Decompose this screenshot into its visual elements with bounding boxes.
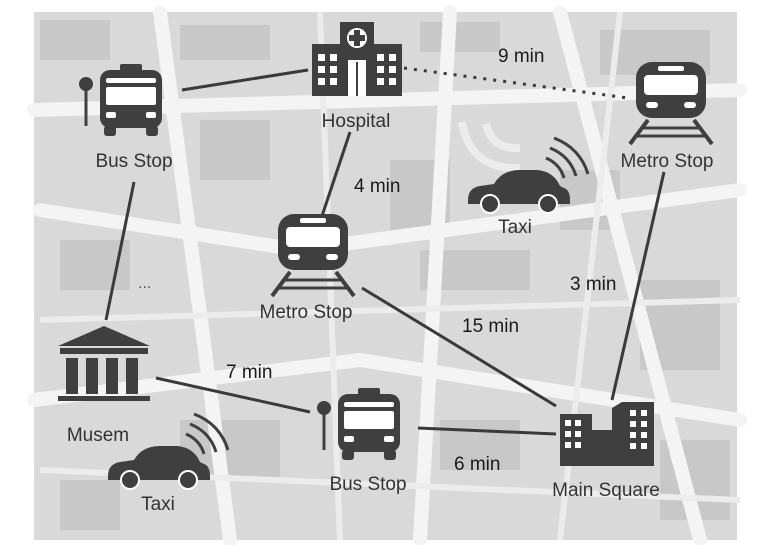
edge-label-ellipsis: ...	[138, 275, 151, 292]
edge-label-4-min: 4 min	[354, 176, 400, 197]
node-label-metro-center: Metro Stop	[260, 302, 353, 323]
node-metro-center: Metro Stop	[260, 212, 356, 323]
edge-label-3-min: 3 min	[570, 274, 616, 295]
edge-metro-right-main-square	[610, 171, 666, 401]
edge-bus-stop-top-hospital	[181, 68, 309, 92]
node-bus-stop-top: Bus Stop	[77, 62, 173, 172]
node-museum: Musem	[58, 326, 150, 446]
edge-hospital-metro-right	[403, 66, 629, 100]
node-label-taxi-top: Taxi	[498, 217, 532, 238]
node-label-taxi-bottom: Taxi	[141, 494, 175, 515]
edge-hospital-metro-center	[318, 131, 352, 223]
edges	[104, 66, 666, 436]
edge-museum-bus-stop-bottom	[155, 376, 311, 414]
buildings-icon	[560, 402, 654, 466]
node-label-main-square: Main Square	[552, 480, 660, 501]
museum-icon	[58, 326, 150, 401]
node-label-hospital: Hospital	[322, 111, 391, 132]
edge-label-7-min: 7 min	[226, 362, 272, 383]
node-bus-stop-bottom: Bus Stop	[315, 386, 407, 495]
node-taxi-bottom: Taxi	[106, 412, 230, 515]
node-taxi-top: Taxi	[466, 136, 590, 238]
edge-bus-stop-bottom-main-square	[417, 426, 557, 436]
node-label-museum: Musem	[67, 425, 129, 446]
node-metro-right: Metro Stop	[621, 60, 714, 172]
edge-bus-stop-top-museum	[104, 181, 136, 321]
edge-label-6-min: 6 min	[454, 454, 500, 475]
node-label-bus-stop-top: Bus Stop	[95, 151, 172, 172]
edge-label-15-min: 15 min	[462, 316, 519, 337]
node-hospital: Hospital	[312, 22, 402, 132]
node-main-square: Main Square	[552, 402, 660, 501]
edge-label-9-min: 9 min	[498, 46, 544, 67]
edge-metro-center-main-square	[361, 286, 557, 408]
node-label-bus-stop-bottom: Bus Stop	[329, 474, 406, 495]
node-label-metro-right: Metro Stop	[621, 151, 714, 172]
edge-labels: 9 min 4 min 3 min 15 min 7 min 6 min ...	[138, 46, 616, 475]
hospital-icon	[312, 22, 402, 96]
